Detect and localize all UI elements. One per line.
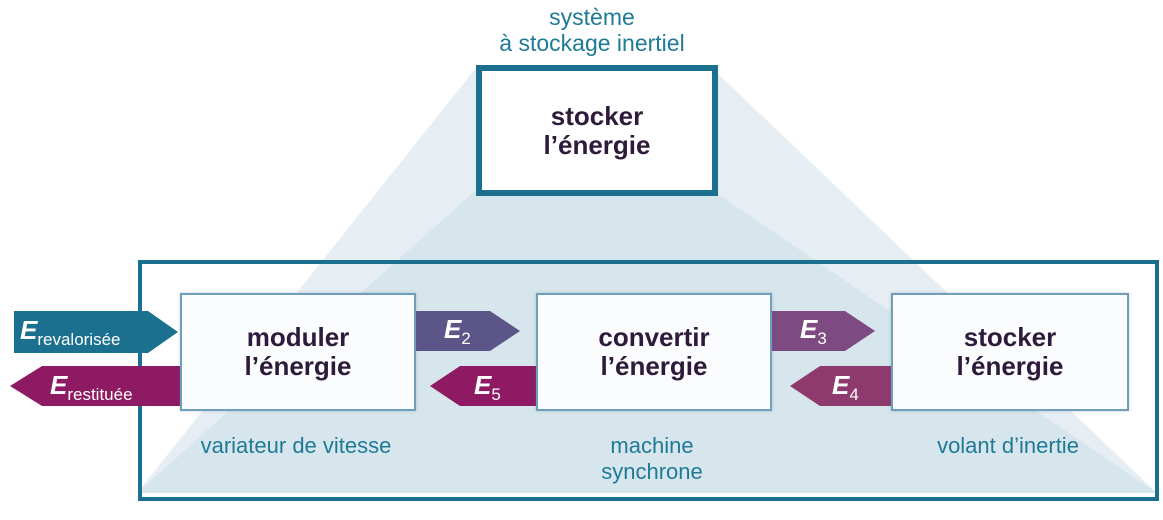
energy-symbol: E [50,370,68,400]
energy-subscript: 2 [461,329,471,348]
arrow-label-e3: E3 [800,316,827,352]
component-box-variateur: moduler l’énergie [180,293,416,411]
arrow-label-e5: E5 [474,372,501,408]
system-title-line2: à stockage inertiel [499,30,685,56]
energy-subscript: 5 [491,385,501,404]
arrow-label-e4: E4 [832,372,859,408]
component-label-line1: machine [610,433,694,458]
component-function-line2: l’énergie [956,351,1064,381]
component-label-line1: volant d’inertie [937,433,1079,458]
component-label-machine: machine synchrone [506,433,798,485]
arrow-e2 [413,311,520,351]
component-label-volant: volant d’inertie [862,433,1154,459]
system-title: système à stockage inertiel [400,4,784,56]
arrow-e-restituee [10,366,181,406]
energy-symbol: E [474,370,492,400]
component-function-line1: moduler [246,322,350,352]
system-function-box: stocker l’énergie [476,65,718,196]
arrow-e-revalorisee [14,311,178,353]
component-label-line1: variateur de vitesse [200,433,392,458]
component-function-line1: convertir [598,322,710,352]
arrow-e3 [769,311,875,351]
energy-symbol: E [20,315,38,345]
arrow-label-e-restituee: Erestituée [50,372,133,408]
arrow-label-e2: E2 [444,316,471,352]
component-function-line2: l’énergie [600,351,708,381]
energy-symbol: E [444,314,462,344]
energy-subscript: 3 [817,329,827,348]
arrow-label-e-revalorisee: Erevalorisée [20,317,121,353]
system-function-line2: l’énergie [543,129,651,160]
component-label-line2: synchrone [601,459,703,484]
component-box-machine: convertir l’énergie [536,293,772,411]
component-box-volant: stocker l’énergie [891,293,1129,411]
component-label-variateur: variateur de vitesse [150,433,442,459]
arrow-e4 [790,366,893,406]
component-function-line1: stocker [963,322,1057,352]
system-function-line1: stocker [550,100,644,131]
energy-symbol: E [832,370,850,400]
energy-subscript: 4 [849,385,859,404]
component-function-line2: l’énergie [244,351,352,381]
energy-subscript: revalorisée [37,330,121,349]
energy-subscript: restituée [67,385,133,404]
system-title-line1: système [549,4,635,30]
arrow-e5 [430,366,536,406]
energy-symbol: E [800,314,818,344]
